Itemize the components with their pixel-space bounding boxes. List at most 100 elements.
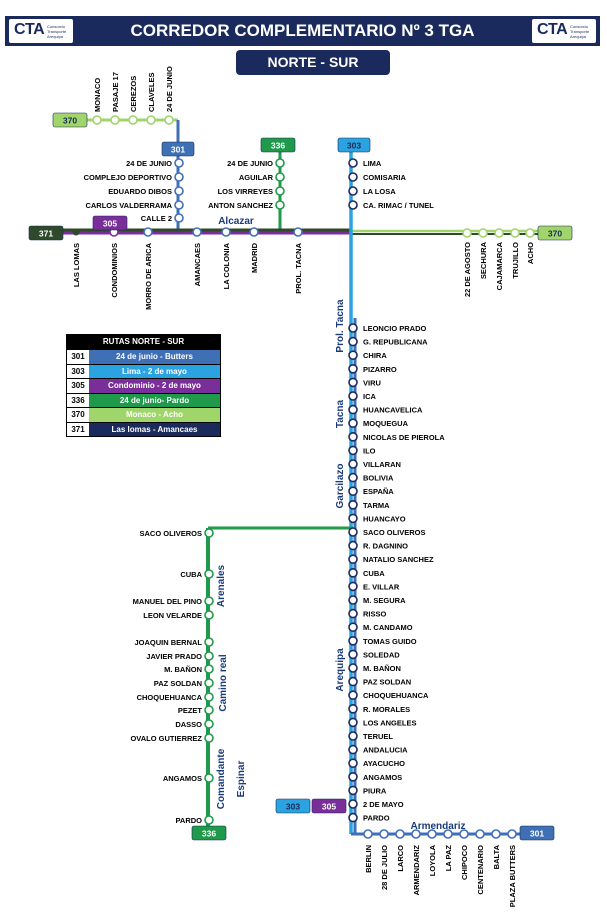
stop-marker xyxy=(204,733,214,743)
stop-marker xyxy=(143,227,153,237)
street-label: Armendariz xyxy=(410,821,465,832)
stop-marker xyxy=(92,115,102,125)
stop-marker xyxy=(525,228,535,238)
stop-label: NICOLAS DE PIEROLA xyxy=(363,433,445,442)
stop-marker xyxy=(348,336,358,347)
stop-marker xyxy=(348,404,358,415)
stop-label: PEZET xyxy=(178,706,203,715)
stop-label: VILLARAN xyxy=(363,460,401,469)
stop-marker xyxy=(348,513,358,524)
stop-label: PARDO xyxy=(175,816,202,825)
stop-marker xyxy=(204,719,214,729)
legend-title: RUTAS NORTE - SUR xyxy=(102,337,185,346)
route-badge-code: 305 xyxy=(103,219,117,229)
stop-label: HUANCAYO xyxy=(363,514,406,523)
stop-label: LA LOSA xyxy=(363,187,396,196)
stop-marker xyxy=(348,323,358,333)
stop-label: PIURA xyxy=(363,786,387,795)
stop-label: RISSO xyxy=(363,610,387,619)
stop-marker xyxy=(348,676,358,687)
stop-label: CENTENARIO xyxy=(476,845,485,895)
stop-label: ESPAÑA xyxy=(363,487,394,496)
stop-marker xyxy=(348,431,358,442)
stop-marker xyxy=(348,649,358,660)
stop-marker xyxy=(275,172,285,182)
stop-marker xyxy=(348,758,358,769)
stop-marker xyxy=(204,664,214,674)
route-badge xyxy=(537,225,573,241)
route-badge xyxy=(337,137,371,153)
stop-marker xyxy=(204,678,214,688)
stop-marker xyxy=(146,115,156,125)
stop-marker xyxy=(510,228,520,238)
stop-label: HUANCAVELICA xyxy=(363,406,423,415)
stop-marker xyxy=(427,829,437,839)
stop-label: 2 DE MAYO xyxy=(363,800,404,809)
stop-marker xyxy=(348,540,358,551)
stop-label: PAZ SOLDAN xyxy=(363,678,411,687)
stop-label: PROL. TACNA xyxy=(294,242,303,293)
route-badge-code: 303 xyxy=(286,802,300,812)
street-label: Alcazar xyxy=(218,216,254,227)
stop-label: CONDOMINIOS xyxy=(110,243,119,298)
stop-marker xyxy=(348,799,358,809)
stop-label: M. BAÑON xyxy=(363,664,401,673)
street-label: Comandante xyxy=(216,748,227,809)
street-label: Garcilazo xyxy=(335,463,346,508)
stop-marker xyxy=(348,350,358,361)
legend-route-code: 371 xyxy=(67,422,89,436)
stop-label: M. CANDAMO xyxy=(363,623,413,632)
stop-label: CALLE 2 xyxy=(141,214,172,223)
stop-label: MOQUEGUA xyxy=(363,419,409,428)
stop-label: SECHURA xyxy=(479,241,488,279)
stop-marker xyxy=(204,528,214,538)
route-badge-code: 301 xyxy=(171,145,185,155)
stop-label: VIRU xyxy=(363,378,381,387)
legend-route-code: 305 xyxy=(67,379,89,393)
stop-marker xyxy=(348,595,358,605)
stop-marker xyxy=(348,785,358,796)
stop-marker xyxy=(348,731,358,741)
street-label: Arenales xyxy=(216,564,227,607)
legend-route-code: 370 xyxy=(67,408,89,422)
stop-marker xyxy=(494,228,504,238)
stop-marker xyxy=(348,459,358,469)
cta-logo-left: CTA Consorcio Transporte Arequipa xyxy=(9,19,73,43)
stop-marker xyxy=(72,228,80,236)
legend-route-name: Condominio - 2 de mayo xyxy=(89,379,220,393)
stop-label: M. BAÑON xyxy=(164,665,202,674)
stop-label: ANGAMOS xyxy=(163,774,202,783)
route-badge-code: 301 xyxy=(530,829,544,839)
stop-label: BOLIVIA xyxy=(363,474,394,483)
route-badge xyxy=(191,825,227,841)
stop-marker xyxy=(204,692,214,702)
stop-label: LOS VIRREYES xyxy=(218,187,273,196)
stop-marker xyxy=(164,115,174,125)
stop-marker xyxy=(348,771,358,782)
street-label: Tacna xyxy=(335,399,346,428)
stop-label: CLAVELES xyxy=(147,73,156,112)
stop-marker xyxy=(348,744,358,755)
stop-label: DASSO xyxy=(175,720,202,729)
stop-label: TRUJILLO xyxy=(511,242,520,279)
stop-marker xyxy=(348,663,358,673)
legend-route-code: 303 xyxy=(67,364,89,378)
stop-label: JAVIER PRADO xyxy=(146,652,202,661)
stop-marker xyxy=(174,186,184,196)
legend-route-code: 301 xyxy=(67,350,89,364)
stop-marker xyxy=(348,391,358,401)
stop-label: 28 DE JULIO xyxy=(380,845,389,890)
stop-marker xyxy=(348,377,358,388)
stop-marker xyxy=(249,227,259,237)
stop-label: AMANCAES xyxy=(193,243,202,286)
stop-label: AGUILAR xyxy=(239,173,274,182)
stop-label: COMPLEJO DEPORTIVO xyxy=(84,173,173,182)
stop-label: G. REPUBLICANA xyxy=(363,338,428,347)
stop-label: CEREZOS xyxy=(129,76,138,112)
stop-marker xyxy=(395,829,405,839)
stop-label: 24 DE JUNIO xyxy=(126,159,172,168)
